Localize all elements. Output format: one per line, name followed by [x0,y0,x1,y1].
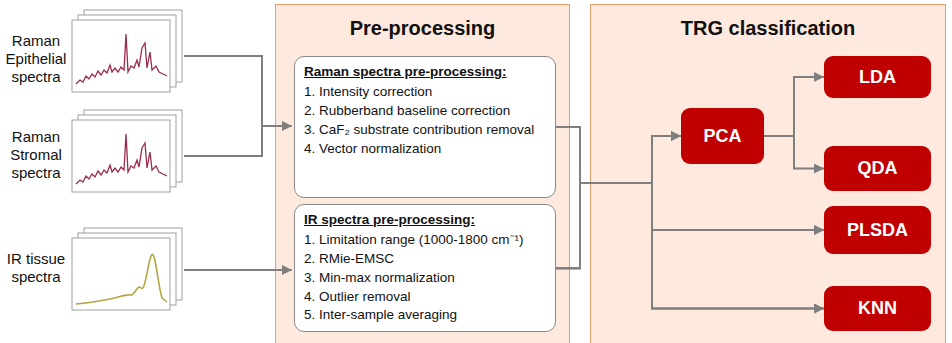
list-item: 3. CaF₂ substrate contribution removal [304,121,546,140]
connector-line [184,56,262,156]
list-item: 2. Rubberband baseline correction [304,102,546,121]
group-panel: Pre-processingRaman spectra pre-processi… [275,4,570,343]
list-text: Raman spectra pre-processing: [304,63,546,82]
spectra-stack [72,228,182,310]
spectra-stack [72,10,182,92]
connector-line [184,269,292,271]
input-label: IR tissue spectra [4,250,68,286]
flow-arrow [556,127,824,230]
method-box: QDA [824,146,931,191]
box-label: KNN [858,298,897,319]
box-label: PLSDA [847,220,908,241]
input-label: Raman Epithelial spectra [4,32,68,86]
flow-arrow [764,77,824,136]
connector-line [262,125,292,127]
method-box: PCA [681,108,764,164]
process-box: Raman spectra pre-processing:1. Intensit… [294,56,556,198]
list-item: 2. RMie-EMSC [304,250,546,269]
box-label: PCA [703,126,741,147]
method-box: LDA [824,56,931,98]
flow-arrow [556,183,824,309]
flow-arrow [556,127,824,309]
panel-heading: Pre-processing [276,17,569,40]
list-item: 5. Inter-sample averaging [304,306,546,325]
flow-arrow [764,136,824,169]
box-label: LDA [859,67,896,88]
list-text: IR spectra pre-processing: [304,211,546,230]
list-item: 1. Limitation range (1000-1800 cm⁻¹) [304,231,546,250]
list-item: 3. Min-max normalization [304,269,546,288]
method-box: KNN [824,286,931,331]
group-panel: TRG classificationPCA LDA QDA PLSDA KNN [590,4,946,343]
spectra-stack [72,110,182,192]
flow-arrow [556,183,824,268]
process-box: IR spectra pre-processing:1. Limitation … [294,204,556,332]
list-item: 4. Outlier removal [304,288,546,307]
input-label: Raman Stromal spectra [4,128,68,182]
panel-heading: TRG classification [591,17,945,40]
list-item: 1. Intensity correction [304,83,546,102]
flow-arrow [556,136,681,268]
list-item: 4. Vector normalization [304,140,546,159]
method-box: PLSDA [824,206,931,254]
box-label: QDA [858,158,898,179]
